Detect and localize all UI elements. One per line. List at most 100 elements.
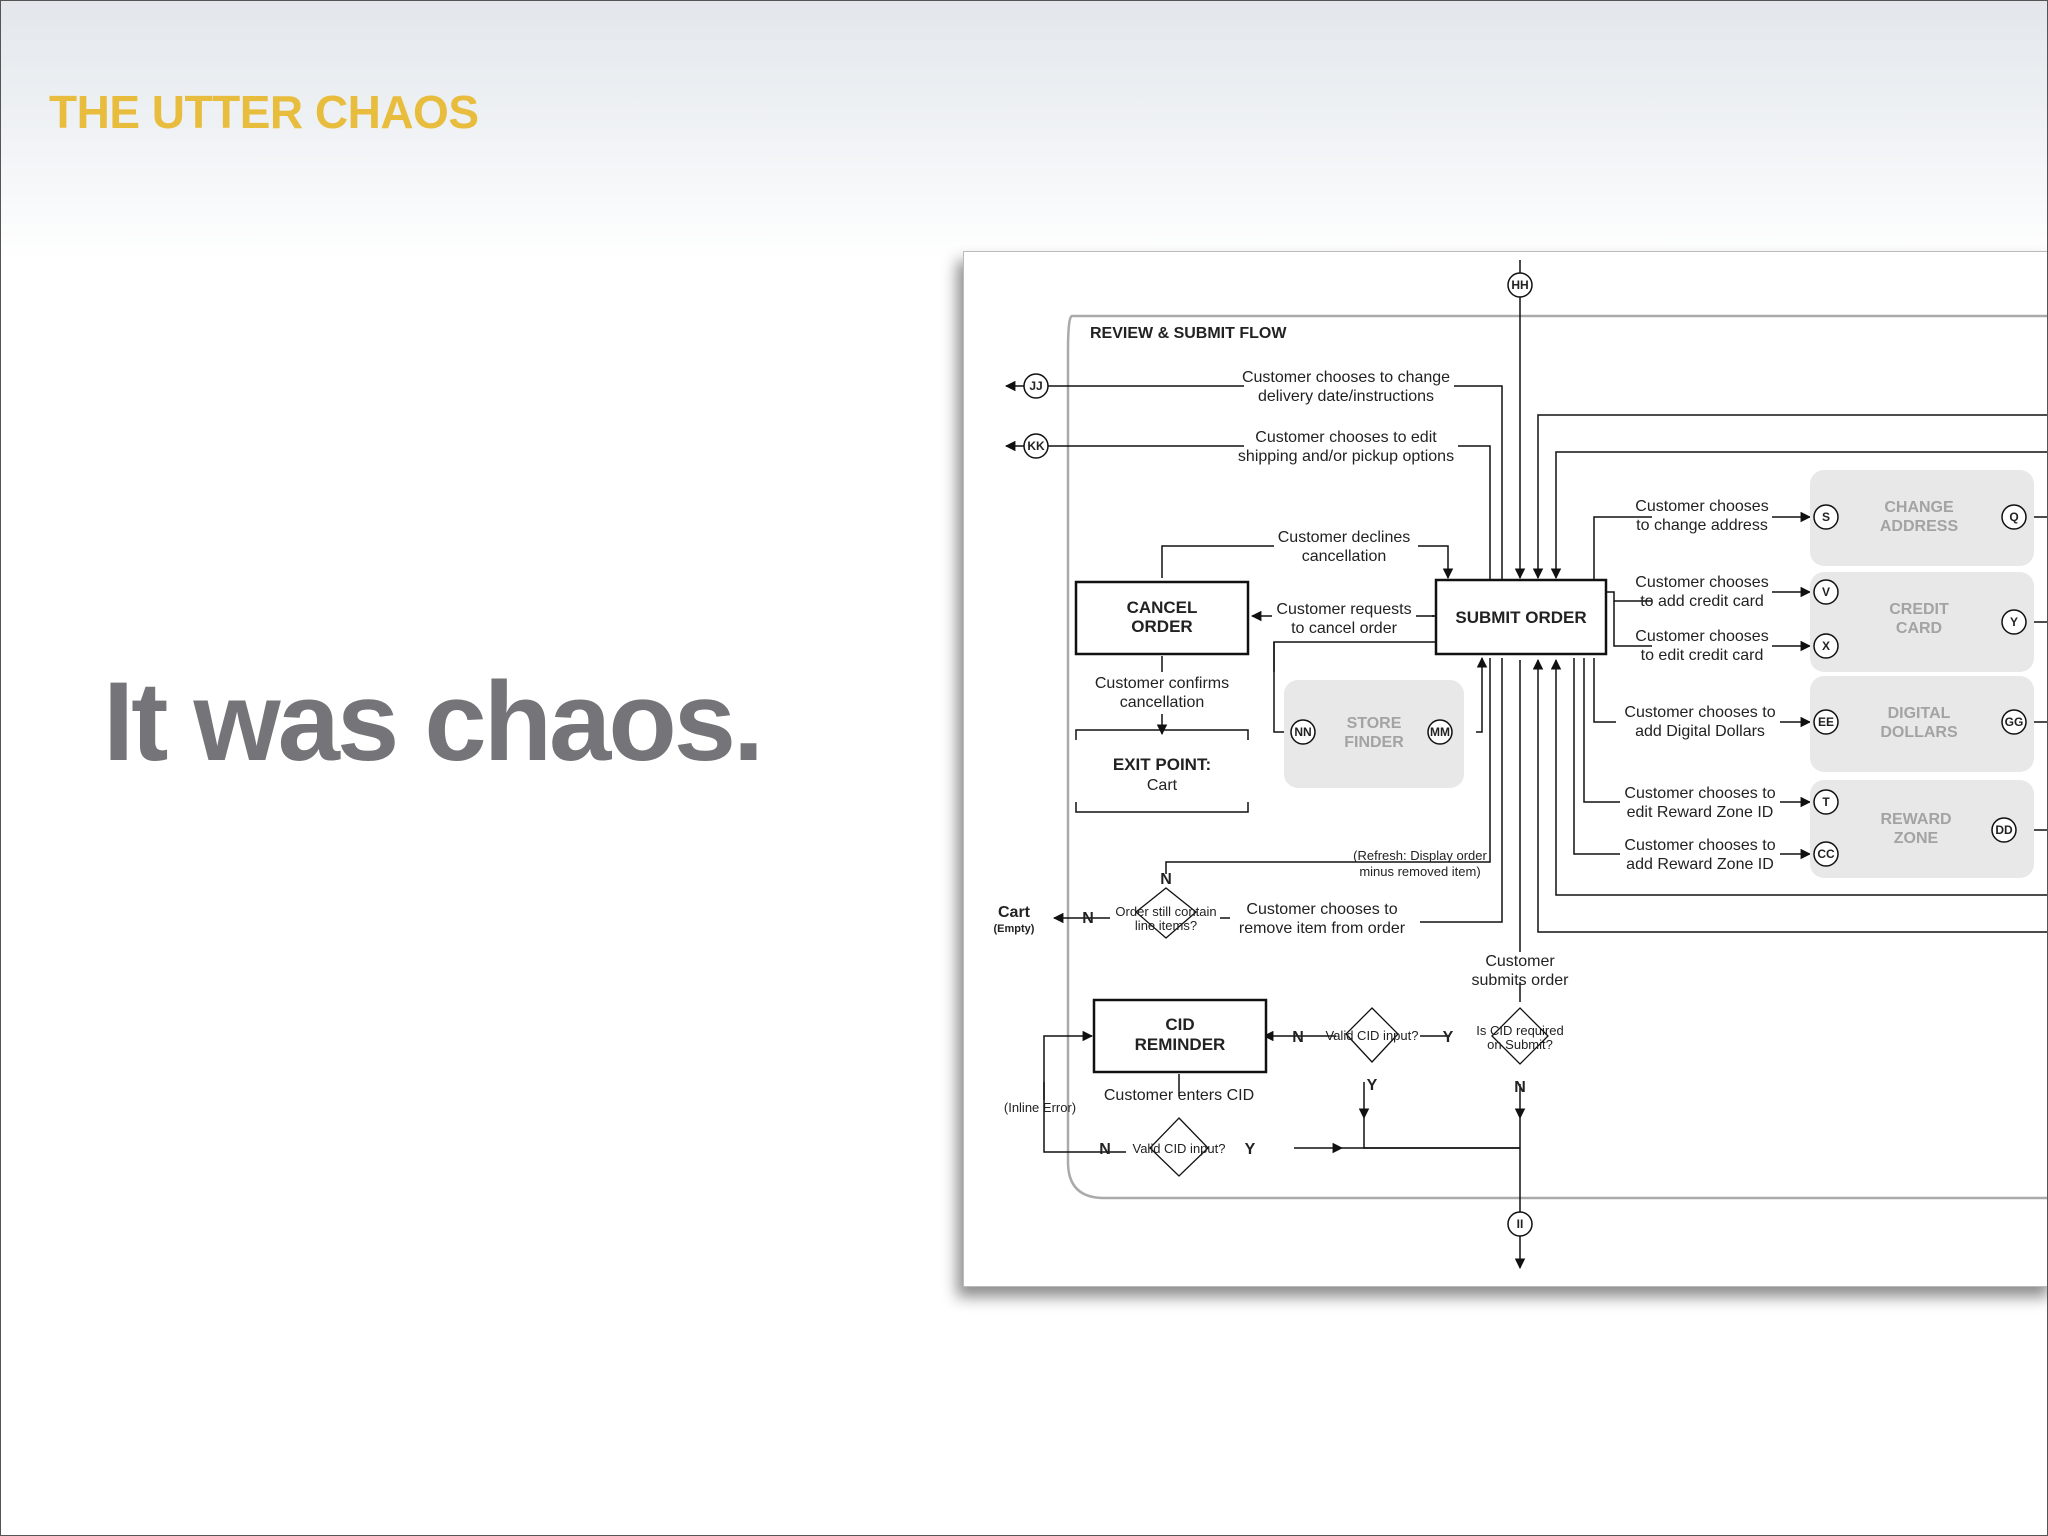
connector-nn-label: NN: [1294, 725, 1311, 739]
label-still-contain-1: Order still contain: [1115, 904, 1216, 919]
connector-t-label: T: [1822, 795, 1830, 809]
connector-jj: [1023, 373, 1049, 399]
label-remove-1: Customer chooses to: [1246, 901, 1397, 918]
credit-card-label-2: CARD: [1896, 620, 1942, 637]
label-cart: Cart: [998, 904, 1031, 921]
label-valid-cid-bottom-y: Y: [1245, 1141, 1256, 1158]
connector-q-label: Q: [2009, 510, 2018, 524]
label-confirms-2: cancellation: [1120, 694, 1205, 711]
connector-v-label: V: [1822, 585, 1830, 599]
label-confirms-1: Customer confirms: [1095, 675, 1229, 692]
slide-title: THE UTTER CHAOS: [49, 86, 479, 138]
reward-zone-module: [1810, 780, 2034, 878]
digital-dollars-module: [1810, 676, 2034, 772]
reward-zone-label-2: ZONE: [1894, 830, 1939, 847]
label-valid-cid-bottom: Valid CID input?: [1133, 1141, 1226, 1156]
connector-ii: [1507, 1211, 1533, 1237]
connector-v: [1813, 579, 1839, 605]
submit-order-label: SUBMIT ORDER: [1455, 608, 1586, 627]
label-submits-2: submits order: [1472, 972, 1570, 989]
label-refresh-1: (Refresh: Display order: [1353, 848, 1487, 863]
exit-point-box: [1075, 729, 1249, 740]
label-change-address-2: to change address: [1636, 517, 1768, 534]
connector-ii-label: II: [1517, 1217, 1524, 1231]
label-cart-empty: (Empty): [994, 923, 1035, 935]
connector-s: [1813, 504, 1839, 530]
label-still-contain-2: line items?: [1135, 918, 1197, 933]
label-add-rz-1: Customer chooses to: [1624, 837, 1775, 854]
exit-point-box-bottom: [1075, 802, 1249, 813]
flow-diagram-svg: REVIEW & SUBMIT FLOW: [994, 260, 2047, 1270]
cid-reminder-label-1: CID: [1165, 1015, 1194, 1034]
label-edit-rz-2: edit Reward Zone ID: [1627, 804, 1774, 821]
label-valid-cid-bottom-n: N: [1099, 1141, 1111, 1158]
headline: It was chaos.: [103, 659, 764, 784]
label-add-rz-2: add Reward Zone ID: [1626, 856, 1774, 873]
store-finder-label-2: FINDER: [1344, 734, 1404, 751]
connector-q: [2001, 504, 2027, 530]
label-change-delivery-2: delivery date/instructions: [1258, 388, 1434, 405]
connector-mm-label: MM: [1430, 725, 1450, 739]
connector-jj-label: JJ: [1029, 379, 1042, 393]
label-inline-error: (Inline Error): [1004, 1100, 1076, 1115]
credit-card-module: [1810, 572, 2034, 672]
label-change-address-1: Customer chooses: [1635, 498, 1768, 515]
connector-t: [1813, 789, 1839, 815]
connector-ee-label: EE: [1818, 715, 1834, 729]
label-cid-required-n: N: [1514, 1079, 1526, 1096]
label-submits-1: Customer: [1485, 953, 1555, 970]
credit-card-label-1: CREDIT: [1889, 601, 1949, 618]
label-requests-2: to cancel order: [1291, 620, 1398, 637]
label-cid-required-1: Is CID required: [1476, 1023, 1563, 1038]
cid-reminder-box: [1092, 998, 1268, 1074]
connector-dd: [1991, 817, 2017, 843]
cancel-order-label-2: ORDER: [1131, 617, 1192, 636]
connector-gg: [2001, 709, 2027, 735]
label-add-dd-1: Customer chooses to: [1624, 704, 1775, 721]
change-address-label-2: ADDRESS: [1880, 518, 1959, 535]
cancel-order-box: [1074, 580, 1250, 656]
connector-cc-label: CC: [1817, 847, 1835, 861]
reward-zone-label-1: REWARD: [1880, 811, 1951, 828]
digital-dollars-label-1: DIGITAL: [1888, 705, 1951, 722]
label-refresh-2: minus removed item): [1359, 864, 1480, 879]
label-add-cc-1: Customer chooses: [1635, 574, 1768, 591]
connector-y: [2001, 609, 2027, 635]
header-band: [1, 1, 2047, 261]
connector-x-label: X: [1822, 639, 1830, 653]
store-finder-module: [1284, 680, 1464, 788]
label-edit-rz-1: Customer chooses to: [1624, 785, 1775, 802]
label-add-dd-2: add Digital Dollars: [1635, 723, 1765, 740]
label-edit-shipping-1: Customer chooses to edit: [1255, 429, 1437, 446]
label-enters-cid: Customer enters CID: [1104, 1087, 1254, 1104]
connector-x: [1813, 633, 1839, 659]
connector-nn: [1290, 719, 1316, 745]
connector-kk: [1023, 433, 1049, 459]
connector-cc: [1813, 841, 1839, 867]
label-declines-1: Customer declines: [1278, 529, 1411, 546]
decision-cid-required: [1491, 1007, 1549, 1065]
digital-dollars-label-2: DOLLARS: [1880, 724, 1958, 741]
label-still-contain-n-left: N: [1082, 910, 1094, 927]
label-remove-2: remove item from order: [1239, 920, 1406, 937]
decision-still-contain: [1134, 887, 1198, 939]
connector-kk-label: KK: [1027, 439, 1045, 453]
connector-ee: [1813, 709, 1839, 735]
flow-diagram: REVIEW & SUBMIT FLOW: [963, 251, 2047, 1287]
frame-title: REVIEW & SUBMIT FLOW: [1090, 325, 1287, 342]
label-edit-cc-2: to edit credit card: [1641, 647, 1764, 664]
label-cid-required-2: on Submit?: [1487, 1037, 1553, 1052]
exit-point-label-1: EXIT POINT:: [1113, 755, 1211, 774]
connector-hh: [1507, 272, 1533, 298]
change-address-module: [1810, 470, 2034, 566]
label-edit-cc-1: Customer chooses: [1635, 628, 1768, 645]
decision-valid-cid-bottom: [1149, 1117, 1209, 1177]
store-finder-label-1: STORE: [1347, 715, 1402, 732]
label-valid-cid-top-n: N: [1292, 1029, 1304, 1046]
cancel-order-label-1: CANCEL: [1127, 598, 1198, 617]
flow-frame: [1066, 314, 2047, 1200]
label-valid-cid-top: Valid CID input?: [1326, 1028, 1419, 1043]
connector-mm: [1427, 719, 1453, 745]
label-declines-2: cancellation: [1302, 548, 1387, 565]
